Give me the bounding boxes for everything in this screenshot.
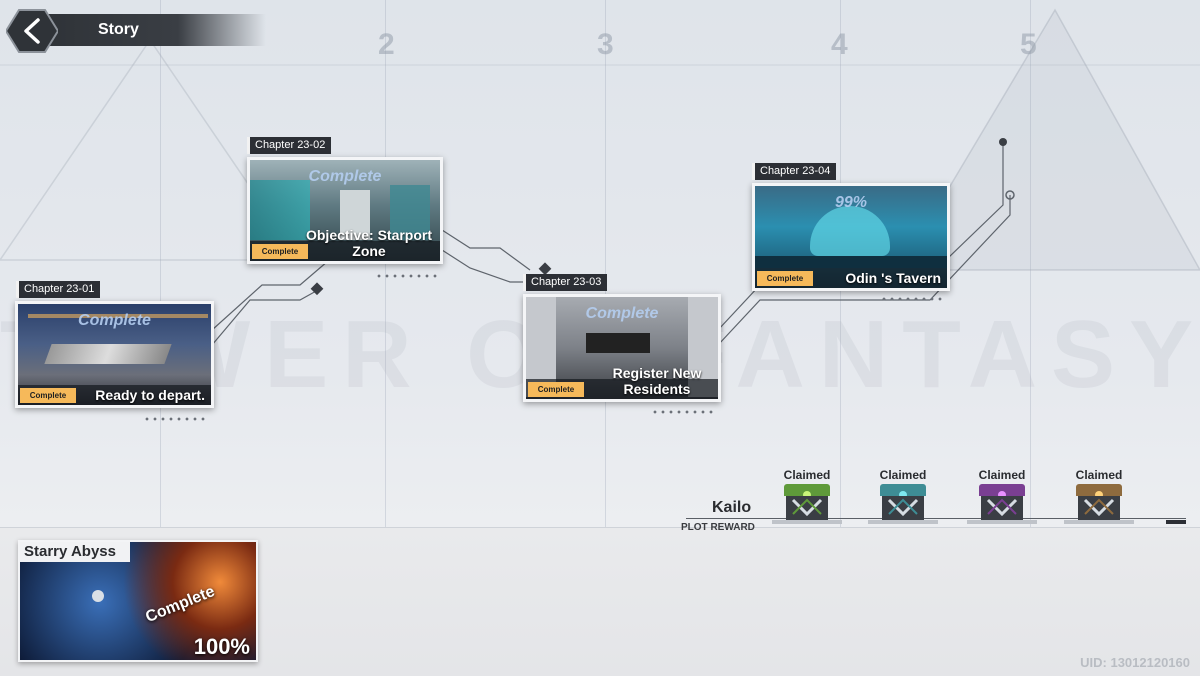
planet-icon	[92, 590, 104, 602]
reward-status: Claimed	[783, 468, 831, 482]
column-number: 5	[1020, 28, 1037, 61]
reward-pedestal	[868, 520, 938, 524]
chapter-tag: Chapter 23-04	[752, 163, 837, 180]
progress-dots	[143, 417, 209, 421]
column-number: 3	[597, 28, 614, 61]
chest-icon	[1076, 484, 1122, 520]
uid-label: UID: 13012120160	[1080, 655, 1190, 670]
complete-badge: Complete	[528, 382, 584, 397]
chapter-status: Complete	[78, 312, 151, 329]
title-bar	[46, 14, 266, 46]
chapter-name: Register New Residents	[612, 365, 702, 397]
chapter-card-23-02[interactable]: Complete Complete Objective: Starport Zo…	[247, 157, 443, 264]
arc-card-starry-abyss[interactable]: Starry Abyss Complete 100%	[18, 540, 258, 662]
chapter-connectors	[211, 138, 1015, 346]
reward-pedestal	[772, 520, 842, 524]
grid-line	[160, 0, 161, 530]
progress-dots	[651, 410, 717, 414]
plot-reward-label: PLOT REWARD	[681, 522, 755, 533]
chapter-name: Objective: Starport Zone	[305, 227, 433, 259]
reward-pedestal	[1064, 520, 1134, 524]
chapter-card-23-04[interactable]: 99% Complete Odin 's Tavern	[752, 183, 950, 291]
reward-chest-2[interactable]: Claimed	[873, 468, 933, 520]
chapter-tag: Chapter 23-02	[247, 137, 332, 154]
reward-character-name: Kailo	[712, 499, 752, 516]
reward-status: Claimed	[879, 468, 927, 482]
chapter-card-23-01[interactable]: Complete Complete Ready to depart.	[15, 301, 214, 408]
reward-track-end	[1166, 520, 1186, 524]
chest-icon	[979, 484, 1025, 520]
chapter-name: Ready to depart.	[95, 387, 205, 403]
grid-line	[1030, 0, 1031, 530]
background-triangles	[0, 8, 1200, 271]
chapter-tag: Chapter 23-03	[523, 274, 608, 291]
chapter-status: Complete	[585, 305, 659, 322]
chest-icon	[880, 484, 926, 520]
column-number: 4	[831, 28, 848, 61]
page-title: Story	[98, 21, 139, 38]
chapter-status: Complete	[308, 168, 382, 185]
complete-badge: Complete	[252, 244, 308, 259]
column-number: 2	[378, 28, 395, 61]
progress-dots	[375, 274, 441, 278]
reward-chest-1[interactable]: Claimed	[777, 468, 837, 520]
reward-status: Claimed	[1075, 468, 1123, 482]
reward-chest-4[interactable]: Claimed	[1069, 468, 1129, 520]
grid-line	[605, 0, 606, 530]
chapter-progress: 99%	[834, 194, 868, 211]
chapter-tag: Chapter 23-01	[16, 281, 101, 298]
back-button[interactable]	[4, 8, 60, 54]
chest-icon	[784, 484, 830, 520]
complete-badge: Complete	[757, 271, 813, 286]
reward-pedestal	[967, 520, 1037, 524]
progress-dots	[880, 297, 946, 301]
arc-percent: 100%	[193, 634, 250, 659]
chapter-name: Odin 's Tavern	[845, 270, 941, 286]
arc-title: Starry Abyss	[24, 543, 116, 560]
arc-title-bg	[20, 542, 130, 562]
chapter-card-23-03[interactable]: Complete Complete Register New Residents	[523, 294, 721, 402]
complete-badge: Complete	[20, 388, 76, 403]
reward-status: Claimed	[978, 468, 1026, 482]
grid-line	[385, 0, 386, 530]
reward-chest-3[interactable]: Claimed	[972, 468, 1032, 520]
chevron-left-icon	[4, 9, 60, 53]
reward-track	[686, 518, 1186, 519]
